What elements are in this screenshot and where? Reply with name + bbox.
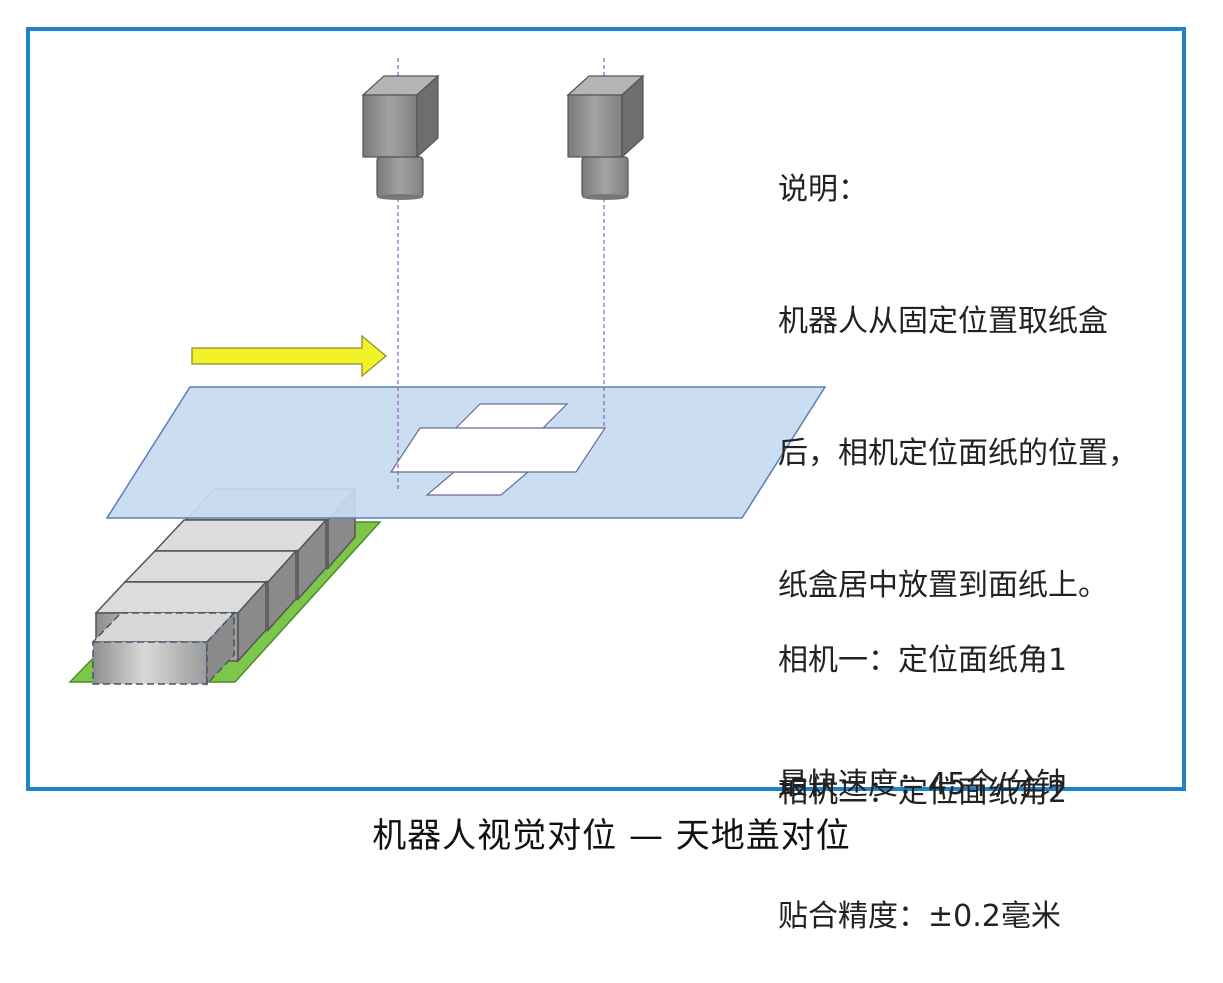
box-stack [91,486,357,686]
camera-2-icon [566,74,645,200]
camera-2-role: 相机二：定位面纸角2 [778,775,1068,810]
paper-center [389,427,607,473]
diagram-caption: 机器人视觉对位 — 天地盖对位 [372,816,851,856]
note-line: 后，相机定位面纸的位置， [778,436,1138,471]
box-next-dashed [91,611,236,686]
note-line: 机器人从固定位置取纸盒 [778,304,1108,339]
note-line: 说明： [778,172,868,207]
face-paper [389,403,607,496]
spec-speed: 最快速度：45个/分钟 [778,767,1067,802]
direction-arrow-icon [191,334,388,378]
diagram-canvas [68,58,827,686]
camera-1-role: 相机一：定位面纸角1 [778,643,1068,678]
diagram-frame [26,27,1186,791]
note-text: 说明： 机器人从固定位置取纸盒 后，相机定位面纸的位置， 纸盒居中放置到面纸上。 [778,80,1138,652]
camera-1-icon [361,74,440,200]
camera-roles: 相机一：定位面纸角1 相机二：定位面纸角2 [778,551,1067,859]
note-line: 纸盒居中放置到面纸上。 [778,568,1108,603]
spec-accuracy: 贴合精度：±0.2毫米 [778,899,1061,934]
